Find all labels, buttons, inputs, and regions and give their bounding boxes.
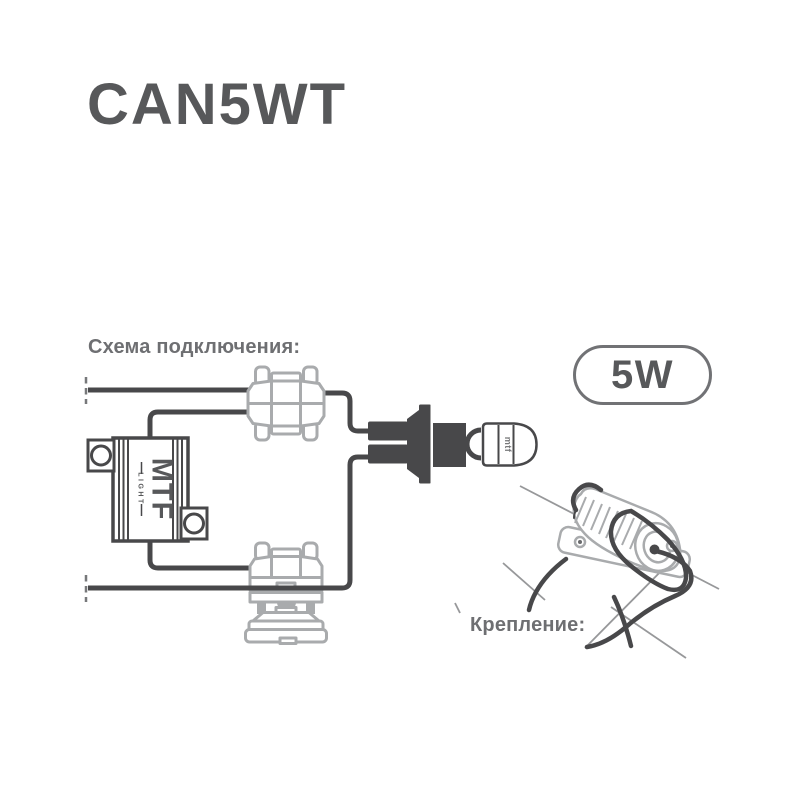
- connector-body: [248, 555, 324, 579]
- harness-line: [454, 602, 461, 614]
- zip-tie-right-tail: [611, 594, 634, 649]
- resistor-fins: [118, 438, 183, 541]
- socket-body: [433, 423, 466, 467]
- zip-tie-left: [570, 482, 604, 513]
- wattage-badge: 5W: [573, 345, 712, 405]
- bulb-base-arc: [464, 427, 482, 461]
- socket-pin: [368, 421, 408, 441]
- zip-tie-left-end: [573, 509, 577, 519]
- led-bulb-socket: mtf: [368, 404, 538, 484]
- connection-diagram-label: Схема подключения:: [88, 336, 301, 358]
- mounting-label: Крепление:: [470, 614, 586, 636]
- connector-grid: [249, 381, 323, 426]
- wattage-badge-label: 5W: [611, 352, 674, 397]
- harness-line: [502, 562, 546, 601]
- socket-band: [248, 591, 324, 604]
- bulb-brand-text: mtf: [503, 437, 513, 453]
- socket-flange: [407, 410, 419, 478]
- wire-resistor-top: [147, 409, 254, 440]
- socket-gap: [430, 404, 433, 484]
- wire-resistor-bottom: [147, 540, 256, 571]
- connector-bottom-socket: [244, 541, 328, 645]
- mtf-logo-subtext: LIGHT: [137, 472, 144, 506]
- socket-post: [257, 602, 266, 614]
- bulb-glass-lines: [497, 425, 515, 464]
- connector-grid: [270, 557, 302, 577]
- resistor-body: [111, 436, 190, 543]
- output-wire: [584, 548, 694, 650]
- zip-tie-right: [608, 508, 689, 593]
- connector-top: [246, 365, 326, 442]
- mtf-logo-text: MTF: [146, 458, 178, 521]
- resistor-block: MTF LIGHT: [86, 436, 209, 543]
- socket-flange: [419, 404, 431, 484]
- wire-bulb-positive: [322, 390, 372, 434]
- mounting-hole: [183, 512, 205, 535]
- socket-post: [306, 602, 315, 614]
- product-title: CAN5WT: [87, 72, 348, 137]
- mounting-illustration: [454, 482, 720, 659]
- mtf-logo: MTF LIGHT: [137, 458, 178, 521]
- zip-tie-left-tail: [526, 556, 569, 613]
- bulb-glass: [481, 422, 538, 467]
- mounting-hole: [90, 444, 112, 467]
- socket-base-tab: [278, 636, 298, 645]
- wire-bulb-negative: [88, 454, 372, 591]
- connection-diagram: MTF LIGHT mtf: [84, 365, 538, 645]
- led-bulb: mtf: [503, 437, 513, 453]
- socket-pin: [368, 444, 408, 464]
- plate-hole-center: [578, 540, 582, 544]
